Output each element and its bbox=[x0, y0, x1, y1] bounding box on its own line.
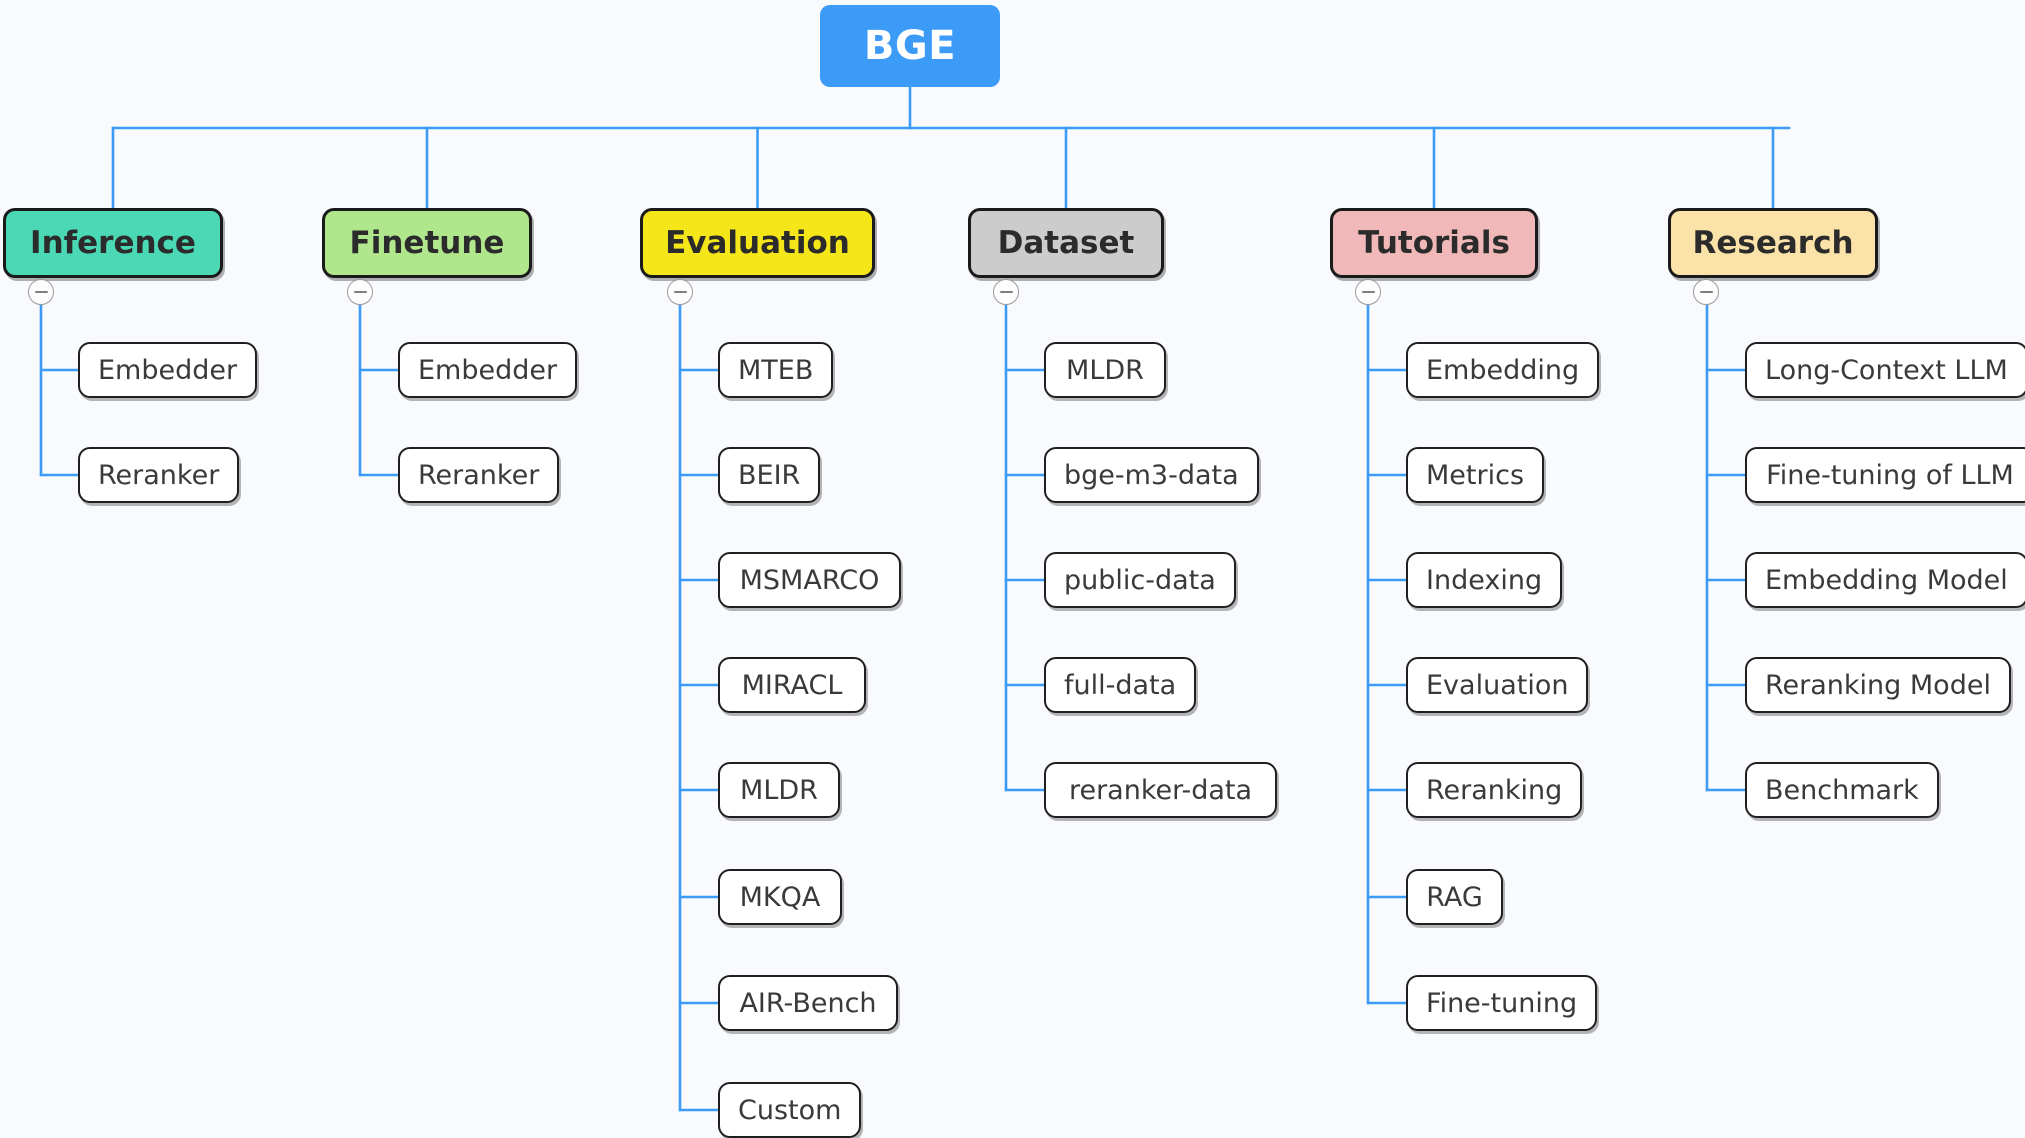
leaf-node-label: Reranker bbox=[98, 459, 220, 491]
branch-node-research[interactable]: Research bbox=[1668, 208, 1878, 278]
leaf-node-finetune-embedder[interactable]: Embedder bbox=[398, 342, 578, 398]
branch-node-inference[interactable]: Inference bbox=[3, 208, 223, 278]
leaf-node-dataset-bge-m3-data[interactable]: bge-m3-data bbox=[1044, 447, 1259, 503]
leaf-node-label: RAG bbox=[1426, 881, 1483, 913]
leaf-node-evaluation-mkqa[interactable]: MKQA bbox=[718, 869, 842, 925]
leaf-node-finetune-reranker[interactable]: Reranker bbox=[398, 447, 560, 503]
leaf-node-research-benchmark[interactable]: Benchmark bbox=[1745, 762, 1939, 818]
leaf-node-evaluation-beir[interactable]: BEIR bbox=[718, 447, 821, 503]
branch-node-evaluation[interactable]: Evaluation bbox=[640, 208, 875, 278]
root-node-label: BGE bbox=[863, 23, 957, 69]
leaf-node-evaluation-miracl[interactable]: MIRACL bbox=[718, 657, 866, 713]
branch-node-finetune[interactable]: Finetune bbox=[322, 208, 532, 278]
branch-node-label: Tutorials bbox=[1358, 225, 1510, 261]
leaf-node-label: Fine-tuning bbox=[1426, 987, 1578, 1019]
leaf-node-tutorials-fine-tuning[interactable]: Fine-tuning bbox=[1406, 975, 1598, 1031]
leaf-node-label: MKQA bbox=[739, 881, 821, 913]
leaf-node-dataset-full-data[interactable]: full-data bbox=[1044, 657, 1197, 713]
collapse-toggle-evaluation[interactable] bbox=[667, 279, 693, 305]
leaf-node-inference-reranker[interactable]: Reranker bbox=[78, 447, 240, 503]
leaf-node-label: Embedding bbox=[1426, 354, 1580, 386]
leaf-node-label: Reranker bbox=[418, 459, 540, 491]
leaf-node-label: MTEB bbox=[738, 354, 814, 386]
leaf-node-tutorials-embedding[interactable]: Embedding bbox=[1406, 342, 1600, 398]
minus-circle-icon bbox=[1361, 291, 1375, 293]
leaf-node-evaluation-custom[interactable]: Custom bbox=[718, 1082, 862, 1138]
collapse-toggle-research[interactable] bbox=[1693, 279, 1719, 305]
collapse-toggle-finetune[interactable] bbox=[347, 279, 373, 305]
leaf-node-label: Metrics bbox=[1426, 459, 1525, 491]
leaf-node-label: reranker-data bbox=[1068, 774, 1253, 806]
leaf-node-tutorials-evaluation[interactable]: Evaluation bbox=[1406, 657, 1589, 713]
leaf-node-inference-embedder[interactable]: Embedder bbox=[78, 342, 258, 398]
leaf-node-label: MLDR bbox=[1066, 354, 1144, 386]
minus-circle-icon bbox=[1699, 291, 1713, 293]
leaf-node-label: Reranking Model bbox=[1765, 669, 1991, 701]
leaf-node-dataset-mldr[interactable]: MLDR bbox=[1044, 342, 1166, 398]
leaf-node-label: Embedding Model bbox=[1765, 564, 2008, 596]
minus-circle-icon bbox=[353, 291, 367, 293]
leaf-node-label: Evaluation bbox=[1426, 669, 1569, 701]
leaf-node-label: public-data bbox=[1064, 564, 1216, 596]
leaf-node-evaluation-mldr[interactable]: MLDR bbox=[718, 762, 840, 818]
leaf-node-tutorials-rag[interactable]: RAG bbox=[1406, 869, 1503, 925]
branch-node-label: Inference bbox=[30, 225, 196, 261]
leaf-node-research-reranking-model[interactable]: Reranking Model bbox=[1745, 657, 2011, 713]
collapse-toggle-tutorials[interactable] bbox=[1355, 279, 1381, 305]
leaf-node-research-long-context-llm[interactable]: Long-Context LLM bbox=[1745, 342, 2025, 398]
branch-node-label: Dataset bbox=[997, 225, 1135, 261]
leaf-node-label: Benchmark bbox=[1765, 774, 1919, 806]
leaf-node-label: Long-Context LLM bbox=[1765, 354, 2008, 386]
root-node-bge[interactable]: BGE bbox=[820, 5, 1000, 87]
leaf-node-research-fine-tuning-of-llm[interactable]: Fine-tuning of LLM bbox=[1745, 447, 2025, 503]
leaf-node-tutorials-reranking[interactable]: Reranking bbox=[1406, 762, 1583, 818]
branch-node-label: Evaluation bbox=[665, 225, 850, 261]
leaf-node-label: Indexing bbox=[1426, 564, 1543, 596]
leaf-node-tutorials-indexing[interactable]: Indexing bbox=[1406, 552, 1563, 608]
leaf-node-evaluation-air-bench[interactable]: AIR-Bench bbox=[718, 975, 898, 1031]
leaf-node-label: Fine-tuning of LLM bbox=[1766, 459, 2014, 491]
leaf-node-evaluation-mteb[interactable]: MTEB bbox=[718, 342, 834, 398]
leaf-node-label: AIR-Bench bbox=[739, 987, 877, 1019]
leaf-node-label: Custom bbox=[738, 1094, 842, 1126]
leaf-node-label: full-data bbox=[1064, 669, 1177, 701]
leaf-node-label: MIRACL bbox=[741, 669, 843, 701]
leaf-node-label: Embedder bbox=[98, 354, 238, 386]
branch-node-tutorials[interactable]: Tutorials bbox=[1330, 208, 1538, 278]
leaf-node-label: MLDR bbox=[740, 774, 818, 806]
minus-circle-icon bbox=[673, 291, 687, 293]
leaf-node-dataset-reranker-data[interactable]: reranker-data bbox=[1044, 762, 1277, 818]
leaf-node-label: Embedder bbox=[418, 354, 558, 386]
leaf-node-label: MSMARCO bbox=[739, 564, 880, 596]
leaf-node-label: Reranking bbox=[1426, 774, 1563, 806]
collapse-toggle-dataset[interactable] bbox=[993, 279, 1019, 305]
minus-circle-icon bbox=[999, 291, 1013, 293]
leaf-node-evaluation-msmarco[interactable]: MSMARCO bbox=[718, 552, 901, 608]
leaf-node-label: bge-m3-data bbox=[1064, 459, 1239, 491]
leaf-node-dataset-public-data[interactable]: public-data bbox=[1044, 552, 1236, 608]
branch-node-label: Research bbox=[1692, 225, 1854, 261]
leaf-node-label: BEIR bbox=[738, 459, 801, 491]
leaf-node-research-embedding-model[interactable]: Embedding Model bbox=[1745, 552, 2025, 608]
leaf-node-tutorials-metrics[interactable]: Metrics bbox=[1406, 447, 1545, 503]
collapse-toggle-inference[interactable] bbox=[28, 279, 54, 305]
branch-node-dataset[interactable]: Dataset bbox=[968, 208, 1164, 278]
branch-node-label: Finetune bbox=[349, 225, 505, 261]
minus-circle-icon bbox=[34, 291, 48, 293]
